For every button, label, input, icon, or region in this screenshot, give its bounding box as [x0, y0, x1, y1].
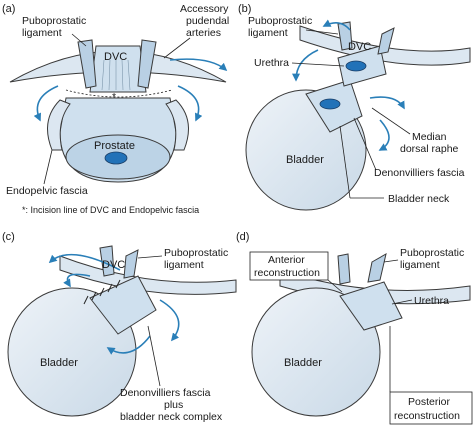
- label-accessory-1: Accessory: [180, 3, 229, 15]
- endopelvic-fascia-right: [165, 99, 189, 151]
- posterior-reconstruction-box: [389, 391, 473, 425]
- leader-denonvilliers-b: [353, 117, 377, 171]
- label-puboprostatic-a-2: ligament: [22, 27, 62, 39]
- bladder-d: [251, 287, 381, 417]
- leader-anterior: [327, 279, 343, 293]
- arrow-c-2: [63, 273, 91, 288]
- label-median-2: dorsal raphe: [400, 143, 459, 155]
- puboprostatic-ligament-right: [137, 39, 157, 89]
- puboprostatic-ligament-c-left: [99, 245, 115, 277]
- label-puboprostatic-d-1: Puboprostatic: [400, 247, 464, 259]
- arrow-c-1: [48, 253, 121, 271]
- bladder-neck-complex-c: [89, 275, 157, 335]
- arrow-b-3: [378, 119, 390, 151]
- leader-puboprostatic-a: [71, 33, 87, 47]
- label-anterior-1: Anterior: [268, 254, 305, 266]
- panel-a-letter: (a): [2, 3, 15, 15]
- label-dvc-c: DVC: [102, 259, 125, 271]
- panel-d: (d) Anterior reconstruction Puboprostati…: [236, 231, 473, 425]
- arrow-a-left: [33, 85, 59, 122]
- arrow-c-3: [106, 335, 151, 355]
- label-complex-3: bladder neck complex: [120, 411, 223, 423]
- leader-urethra-d: [391, 299, 413, 305]
- footnote-incision: *: Incision line of DVC and Endopelvic f…: [22, 205, 199, 215]
- panel-a: (a) * Puboprostatic ligament: [2, 3, 229, 215]
- leader-median: [371, 107, 411, 135]
- puboprostatic-ligament-c-right: [123, 249, 139, 279]
- panel-c: (c) DVC Puboprostatic ligament Bladder D…: [2, 231, 237, 423]
- label-complex-2: plus: [164, 399, 183, 411]
- incision-line: [65, 89, 173, 98]
- leader-urethra-b: [291, 62, 345, 67]
- label-urethra-d: Urethra: [414, 295, 449, 307]
- leader-accessory: [163, 37, 191, 59]
- panel-b: (b) Puboprostatic ligament DVC Urethra B…: [238, 3, 471, 211]
- endopelvic-fascia-left: [47, 99, 71, 151]
- label-endopelvic: Endopelvic fascia: [6, 185, 88, 197]
- bladder-neck-lumen-b: [319, 98, 341, 110]
- label-puboprostatic-b-2: ligament: [248, 27, 288, 39]
- panel-d-letter: (d): [236, 231, 249, 243]
- bladder-c: [7, 287, 137, 417]
- label-puboprostatic-c-1: Puboprostatic: [164, 247, 228, 259]
- label-accessory-2: pudendal: [186, 15, 229, 27]
- urethra-lumen-a: [104, 151, 128, 165]
- panel-b-letter: (b): [238, 3, 251, 15]
- leader-puboprostatic-b: [305, 29, 339, 35]
- label-bladder-c: Bladder: [40, 357, 78, 369]
- leader-puboprostatic-c: [137, 255, 163, 259]
- puboprostatic-ligament-d-right: [367, 252, 387, 283]
- label-dvc-a: DVC: [104, 51, 127, 63]
- label-anterior-2: reconstruction: [254, 267, 320, 279]
- leader-complex: [147, 325, 161, 387]
- dvc-striations: [101, 59, 131, 91]
- urethra-anastomosis-d: [339, 281, 403, 331]
- pubic-arch-c: [59, 255, 237, 295]
- label-complex-1: Denonvilliers fascia: [120, 387, 211, 399]
- label-puboprostatic-d-2: ligament: [400, 259, 440, 271]
- arrow-a-right: [177, 85, 203, 122]
- label-bladder-neck: Bladder neck: [388, 193, 450, 205]
- arrow-c-4: [159, 299, 180, 342]
- puboprostatic-ligament-b-right: [377, 27, 395, 55]
- label-accessory-3: arteries: [186, 27, 221, 39]
- arrow-b-2: [322, 19, 351, 31]
- label-prostate: Prostate: [94, 140, 135, 152]
- urethra-lumen-b: [345, 60, 367, 72]
- label-denonvilliers-b: Denonvilliers fascia: [374, 167, 465, 179]
- label-puboprostatic-b-1: Puboprostatic: [248, 15, 312, 27]
- label-dvc-b: DVC: [348, 41, 371, 53]
- label-bladder-d: Bladder: [284, 357, 322, 369]
- puboprostatic-ligament-d-left: [337, 253, 351, 285]
- label-urethra-b: Urethra: [254, 57, 289, 69]
- label-posterior-2: reconstruction: [394, 410, 460, 422]
- arrow-a-top: [169, 58, 228, 72]
- panel-c-letter: (c): [2, 231, 15, 243]
- leader-bladder-neck-v: [339, 125, 351, 199]
- arrow-b-1: [292, 49, 319, 82]
- anterior-reconstruction-box: [249, 251, 329, 281]
- label-puboprostatic-a-1: Puboprostatic: [22, 15, 86, 27]
- label-posterior-1: Posterior: [408, 396, 451, 408]
- leader-endopelvic: [43, 149, 53, 185]
- leader-puboprostatic-d: [383, 259, 399, 263]
- incision-asterisk: *: [112, 91, 116, 103]
- label-median-1: Median: [412, 131, 447, 143]
- sutures-c: [83, 279, 121, 305]
- arrow-b-4: [369, 96, 405, 110]
- puboprostatic-ligament-left: [77, 39, 97, 89]
- label-puboprostatic-c-2: ligament: [164, 259, 204, 271]
- label-bladder-b: Bladder: [286, 154, 324, 166]
